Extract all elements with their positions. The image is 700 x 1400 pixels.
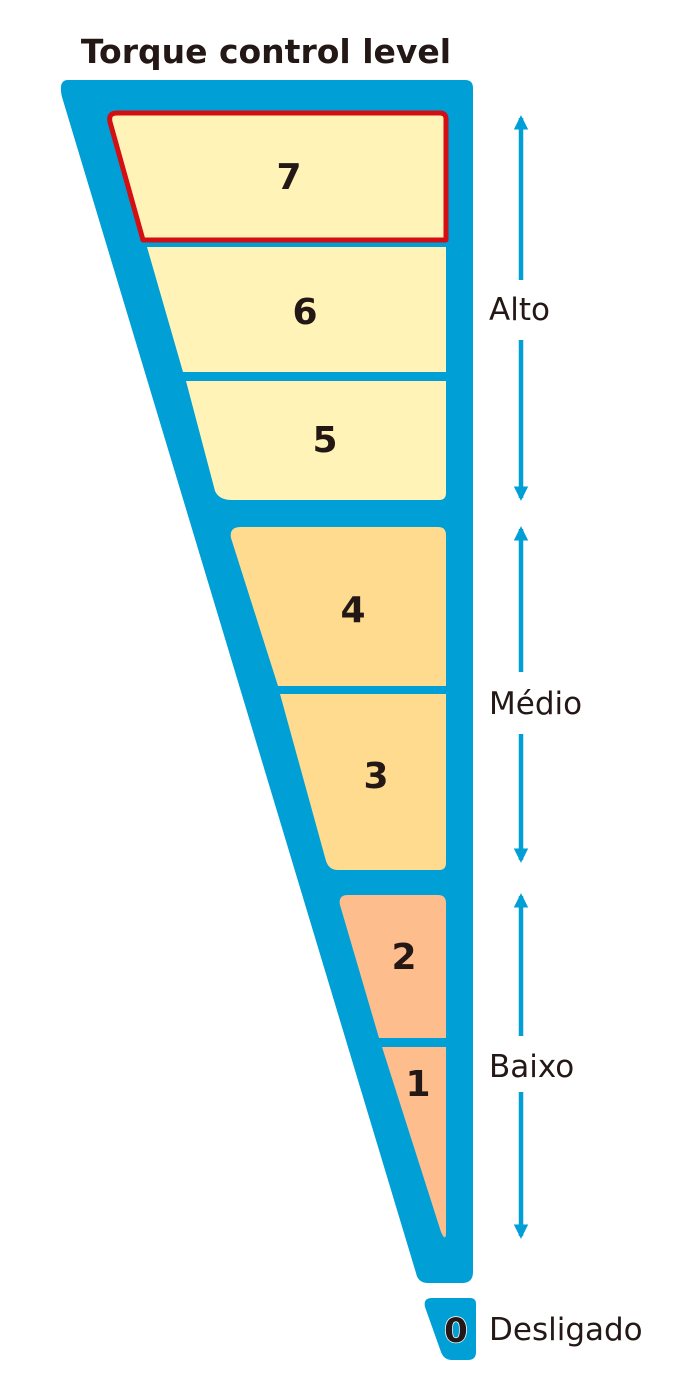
- level-0-marker[interactable]: [424, 1298, 476, 1360]
- level-6-segment[interactable]: [147, 247, 446, 372]
- level-4-segment[interactable]: [230, 527, 446, 686]
- level-5-label: 5: [312, 420, 337, 461]
- level-2-segment[interactable]: [339, 895, 446, 1038]
- level-0-label: 0: [444, 1311, 468, 1351]
- level-3-label: 3: [363, 756, 388, 797]
- level-1-segment[interactable]: [382, 1047, 446, 1238]
- level-1-label: 1: [405, 1064, 430, 1105]
- level-4-label: 4: [340, 590, 365, 631]
- level-2-label: 2: [391, 937, 416, 978]
- range-alto-label: Alto: [489, 292, 550, 328]
- diagram-title: Torque control level: [81, 32, 451, 71]
- level-3-segment[interactable]: [280, 694, 446, 870]
- level-7-label: 7: [276, 157, 301, 198]
- level-7-segment[interactable]: [109, 113, 447, 240]
- level-5-segment[interactable]: [186, 381, 446, 500]
- off-label: Desligado: [489, 1312, 643, 1348]
- level-6-label: 6: [292, 292, 317, 333]
- level-7-selection-outline: [107, 110, 449, 243]
- range-medio-label: Médio: [489, 686, 582, 722]
- range-baixo-label: Baixo: [489, 1049, 574, 1085]
